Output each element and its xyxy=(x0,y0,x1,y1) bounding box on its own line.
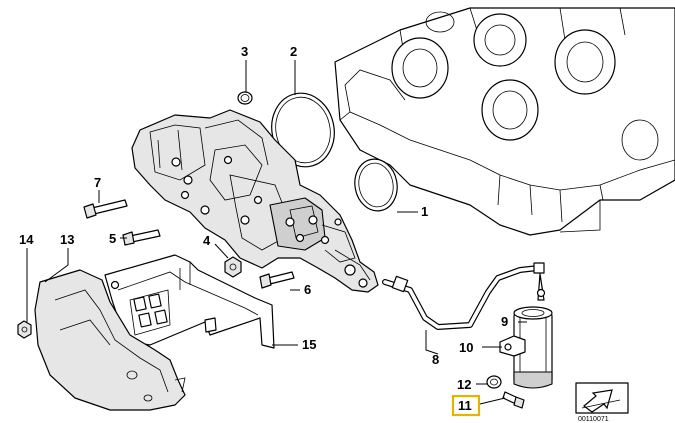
callout-10: 10 xyxy=(459,340,473,355)
callout-7: 7 xyxy=(94,175,101,190)
engine-block xyxy=(334,7,675,236)
callout-2: 2 xyxy=(290,44,297,59)
callout-labels: 3 2 1 7 5 4 6 14 13 15 8 9 10 12 11 xyxy=(19,44,508,417)
hex-bolt-11 xyxy=(502,391,525,409)
callout-14: 14 xyxy=(19,232,34,247)
bolt-5 xyxy=(122,229,161,246)
refrigerant-pipe xyxy=(382,262,546,330)
callout-12: 12 xyxy=(457,377,471,392)
callout-15: 15 xyxy=(302,337,316,352)
callout-3: 3 xyxy=(241,44,248,59)
bolt-6 xyxy=(259,271,295,289)
callout-6: 6 xyxy=(304,282,311,297)
orientation-arrow-icon xyxy=(575,382,629,414)
heat-shield xyxy=(34,269,186,411)
nut-14 xyxy=(17,320,32,339)
callout-8: 8 xyxy=(432,352,439,367)
reference-code: 00110071 xyxy=(578,416,609,423)
receiver-dryer xyxy=(513,306,553,389)
callout-5: 5 xyxy=(109,231,116,246)
bolt-7 xyxy=(83,199,128,219)
callout-4: 4 xyxy=(203,233,211,248)
callout-1: 1 xyxy=(421,204,428,219)
callout-9: 9 xyxy=(501,314,508,329)
callout-13: 13 xyxy=(60,232,74,247)
nut-4 xyxy=(224,256,242,278)
seal-ring-small xyxy=(237,91,253,105)
o-ring-medium xyxy=(354,158,398,212)
mounting-bracket xyxy=(104,254,275,349)
highlight-frame xyxy=(451,394,481,417)
washer xyxy=(486,375,502,389)
callout-11: 11 xyxy=(458,398,472,413)
ac-compressor xyxy=(131,109,379,293)
dryer-bracket xyxy=(499,335,526,357)
leader-lines xyxy=(26,60,527,405)
